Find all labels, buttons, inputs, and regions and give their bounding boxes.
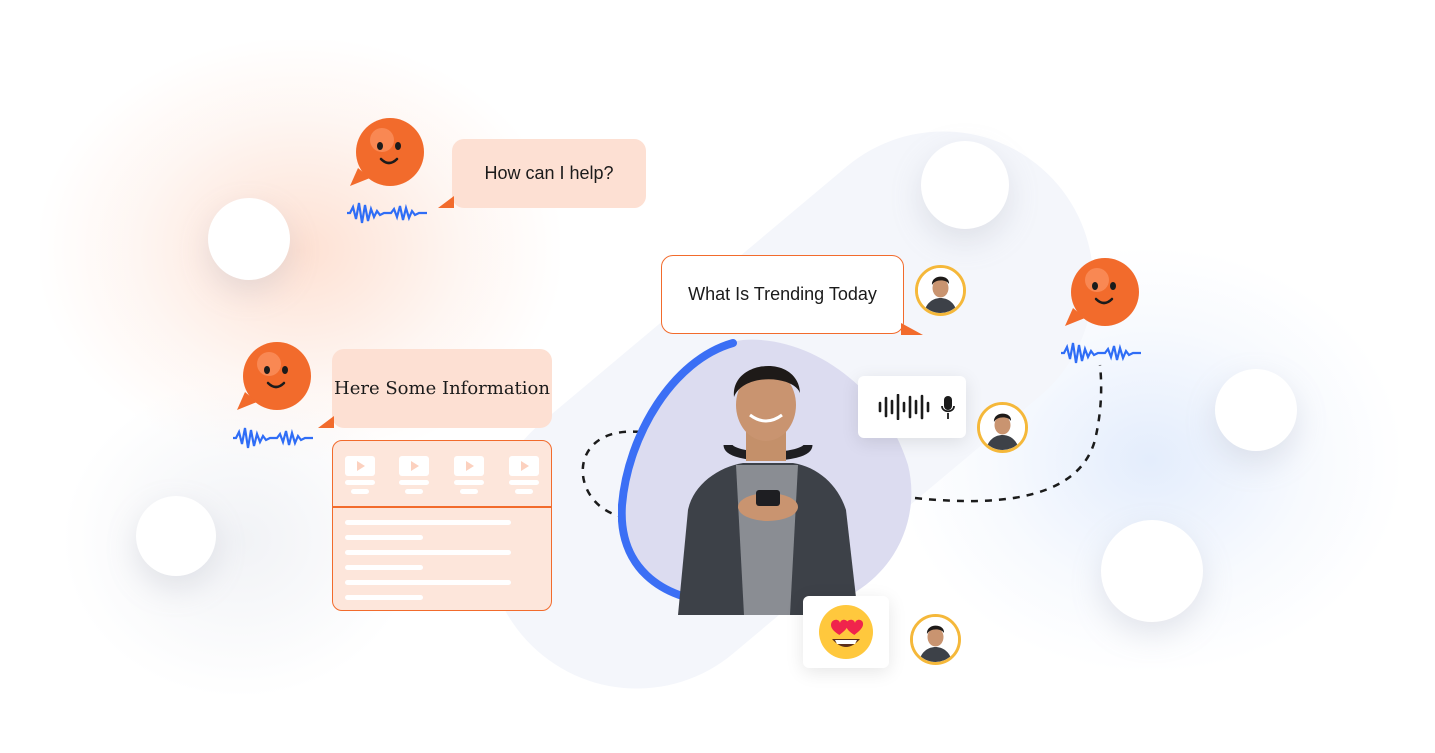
card-divider: [333, 506, 551, 508]
video-thumbnail[interactable]: [345, 456, 375, 494]
heart-eyes-emoji-icon[interactable]: [817, 603, 875, 661]
video-thumbnail[interactable]: [454, 456, 484, 494]
user-avatar: [915, 265, 966, 316]
voice-waveform-icon: [233, 427, 313, 449]
decor-circle: [1101, 520, 1203, 622]
decor-circle: [1215, 369, 1297, 451]
video-thumbnail[interactable]: [399, 456, 429, 494]
user-avatar: [910, 614, 961, 665]
video-play-icon: [521, 461, 529, 471]
text-placeholder-line: [345, 520, 511, 525]
bot-reply-bubble: Here Some Information: [318, 349, 552, 428]
smiling-chat-bot-icon: [350, 118, 424, 186]
decor-circle: [208, 198, 290, 280]
text-placeholder-line: [345, 535, 423, 540]
text-placeholder-line: [345, 550, 511, 555]
smiling-chat-bot-icon: [237, 342, 311, 410]
bot-greeting-bubble: How can I help?: [438, 139, 646, 208]
user-avatar: [977, 402, 1028, 453]
bot-reply-text: Here Some Information: [334, 378, 550, 399]
video-results-card: [332, 440, 552, 611]
decor-circle: [136, 496, 216, 576]
user-query-bubble: What Is Trending Today: [661, 255, 923, 335]
voice-waveform-icon: [1061, 342, 1141, 364]
text-placeholder-line: [345, 565, 423, 570]
smiling-chat-bot-icon: [1065, 258, 1139, 326]
video-play-icon: [466, 461, 474, 471]
video-thumbnail[interactable]: [509, 456, 539, 494]
voice-message-card: [858, 376, 966, 438]
emoji-reaction-card: [803, 596, 889, 668]
text-placeholder-line: [345, 580, 511, 585]
hero-user-illustration: [618, 339, 912, 615]
video-play-icon: [411, 461, 419, 471]
text-placeholder-line: [345, 595, 423, 600]
microphone-icon[interactable]: [941, 396, 955, 420]
voice-waveform-icon: [347, 202, 427, 224]
user-query-text: What Is Trending Today: [688, 284, 877, 304]
decor-circle: [921, 141, 1009, 229]
voice-waveform-icon: [878, 394, 930, 420]
video-play-icon: [357, 461, 365, 471]
bot-greeting-text: How can I help?: [484, 163, 614, 183]
